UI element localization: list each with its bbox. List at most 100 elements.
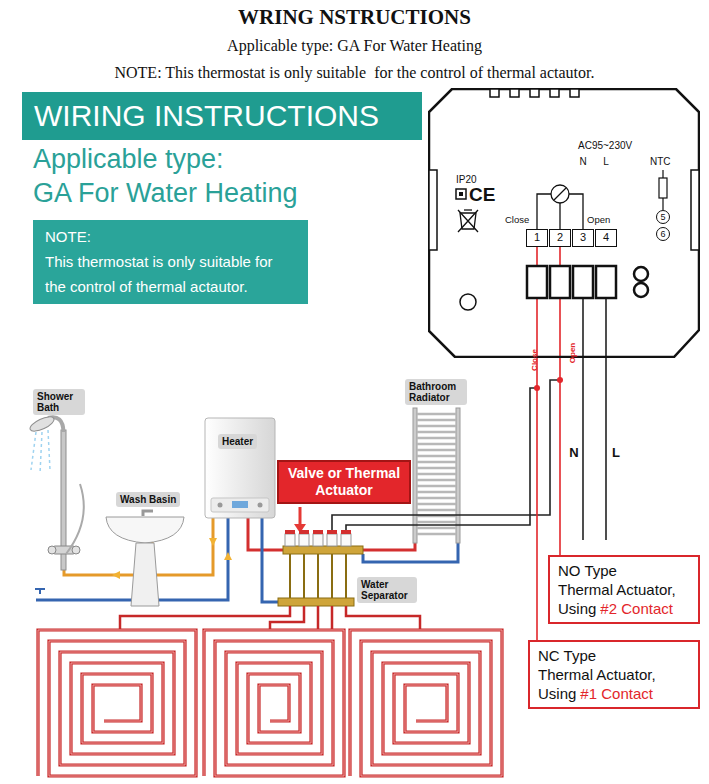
node-text: 3 [573,230,593,245]
heater-symbol [211,498,269,512]
terminal-blocks [550,266,570,298]
node-text: CE [469,185,495,205]
valve-pointer [299,507,302,526]
wash-basin-symbol [106,511,184,606]
floor-pipe [38,630,196,776]
actuator-symbol [551,185,569,203]
terminal-blocks [527,266,616,298]
contact-wire [536,247,538,640]
flow-arrows [209,538,217,546]
manifold-symbol [299,530,309,534]
node-text: 6 [657,228,669,240]
thermostat-housing: AC95~230VNLNTCIP20CECloseOpen123456 [428,88,700,358]
node-text: Bathroom Radiator [409,381,463,403]
manifold-symbol [313,530,323,534]
water-pipes [363,543,458,562]
manifold-symbol [120,530,420,630]
heater-symbol [205,418,275,518]
wash-basin-symbol [131,543,159,606]
manifold-symbol [120,606,420,630]
node-text: 4 [596,230,616,245]
terminal-box: 2 [549,229,571,247]
node-text: 5 [657,211,669,223]
subtitle-line: Applicable type: GA For Water Heating [0,36,709,56]
floor-pipe [350,630,502,776]
node-text: Shower Bath [37,391,81,413]
flow-arrows [112,571,120,579]
shower-symbol [72,546,80,554]
water-pipes [35,518,458,602]
wash-basin-symbol [106,517,184,543]
power-wires [332,380,560,530]
power-wires [582,298,584,540]
node-text: Heater [222,436,253,447]
thermostat-outline [460,294,476,310]
node-text: 1 [527,230,547,245]
callout-box: Valve or Thermal Actuator [277,460,411,504]
thermostat-outline [550,89,559,97]
node-text: Using [558,600,596,617]
waste-bin-icon [464,209,472,210]
shower-symbol [28,414,84,570]
manifold-symbol [299,534,309,546]
flow-arrows [112,538,232,579]
junction-dots [534,385,540,391]
heater-symbol [232,501,248,508]
radiator-symbol [417,414,456,534]
heater-symbol [258,503,263,508]
thermostat-outline [429,89,699,357]
wash-basin-symbol [143,511,153,516]
waste-bin-icon [458,210,478,232]
manifold-symbol [283,546,363,554]
water-pipes [248,518,283,550]
title-banner: WIRING INSTRUCTIONS [22,92,422,140]
node-text: NO Type [558,561,690,580]
junction-dots [557,377,563,383]
node-text: NC Type [538,646,690,665]
thermostat-outline [429,170,437,250]
part-label: Bathroom Radiator [405,379,467,405]
wire-label: L [612,445,620,461]
actuator-symbol [569,194,583,229]
terminal-blocks [527,266,547,298]
shower-symbol [48,546,56,554]
water-pipes [363,543,415,550]
manifold-symbol [327,530,337,534]
note-callout: NO TypeThermal Actuator,Using#2 Contact [548,555,700,624]
manifold-symbol [285,534,295,546]
node-text: NOTE: [45,224,296,249]
node-text: This thermostat is only suitable for the… [45,249,296,299]
terminal-box: 3 [572,229,594,247]
manifold-symbol [290,554,346,598]
part-label: Shower Bath [33,389,85,415]
floor-pipe [204,630,344,776]
radiator-symbol [413,408,460,543]
note-callout: NC TypeThermal Actuator,Using#1 Contact [528,640,700,709]
node-text: AC95~230V [578,140,632,152]
valve-pointer [294,507,306,533]
ntc-symbol [659,178,667,198]
terminal-circle: 6 [656,227,670,241]
type-heading: Applicable type: [33,143,224,175]
node-text: Using [538,685,576,702]
thermostat-outline [510,89,519,97]
type-name: GA For Water Heating [33,177,298,209]
terminal-box: 1 [526,229,548,247]
thermostat-outline [456,189,466,199]
radiator-symbol [456,408,460,543]
wire-label: Open [568,343,578,363]
node-text: Close [505,214,529,226]
ntc-symbol [659,170,667,210]
part-label: Heater [218,434,257,449]
node-text: #2 Contact [600,600,673,617]
thermostat-outline [634,283,648,297]
flow-arrows [224,552,232,560]
manifold-symbol [285,530,295,534]
node-text: Valve or Thermal Actuator [284,465,404,499]
thermostat-outline [530,89,539,97]
radiator-symbol [413,408,417,543]
terminal-blocks [596,266,616,298]
water-pipes [262,518,278,602]
part-label: Wash Basin [116,492,180,507]
part-label: Water Separator [357,577,417,603]
